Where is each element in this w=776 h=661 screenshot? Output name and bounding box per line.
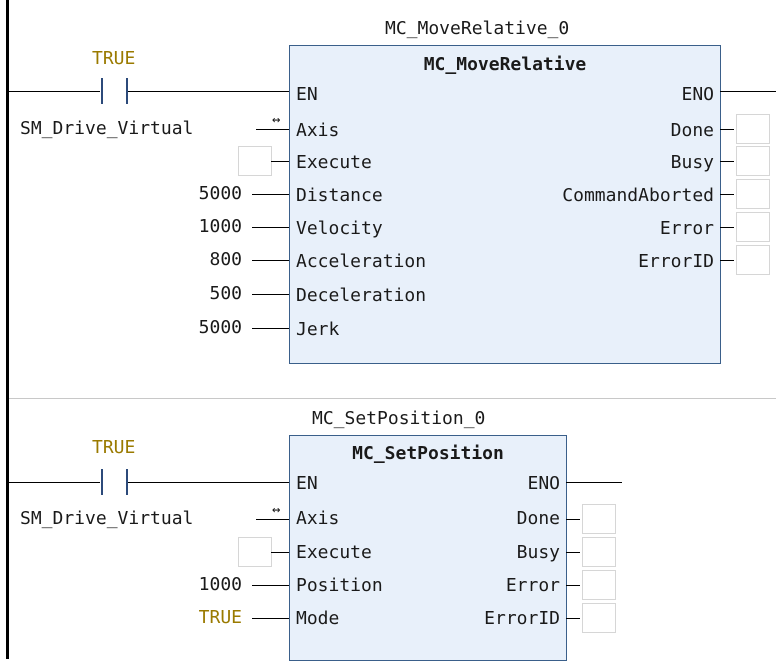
execute-input-box[interactable]: [238, 146, 272, 176]
pin-busy: Busy: [516, 542, 560, 563]
pin-velocity: Velocity: [296, 218, 383, 239]
fb-instance-name[interactable]: MC_SetPosition_0: [312, 408, 486, 429]
pin-en: EN: [296, 473, 318, 494]
pin-error: Error: [505, 575, 560, 596]
error-output-box[interactable]: [736, 212, 770, 242]
pin-busy: Busy: [670, 152, 714, 173]
position-value[interactable]: 1000: [198, 574, 242, 595]
fb-instance-name[interactable]: MC_MoveRelative_0: [385, 18, 570, 39]
pin-error-id: ErrorID: [638, 251, 714, 272]
function-block-set-position[interactable]: MC_SetPosition EN Axis Execute Position …: [289, 435, 567, 661]
block-type-title: MC_MoveRelative: [423, 54, 587, 75]
execute-input-box[interactable]: [238, 537, 272, 567]
error-id-output-box[interactable]: [736, 245, 770, 275]
contact-right-bar[interactable]: [126, 78, 128, 104]
in-out-arrow-icon: ↔: [272, 112, 281, 128]
pin-command-aborted: CommandAborted: [562, 185, 714, 206]
contact-label[interactable]: TRUE: [92, 437, 136, 458]
in-out-arrow-icon: ↔: [272, 502, 281, 518]
pin-done: Done: [516, 508, 560, 529]
contact-left-bar[interactable]: [101, 469, 103, 495]
pin-done: Done: [670, 120, 714, 141]
velocity-value[interactable]: 1000: [198, 216, 242, 237]
contact-right-bar[interactable]: [126, 469, 128, 495]
pin-error-id: ErrorID: [484, 608, 560, 629]
pin-execute: Execute: [296, 152, 372, 173]
pin-jerk: Jerk: [296, 319, 340, 340]
distance-value[interactable]: 5000: [198, 183, 242, 204]
block-type-title: MC_SetPosition: [352, 443, 504, 464]
axis-variable[interactable]: SM_Drive_Virtual: [20, 118, 194, 139]
busy-output-box[interactable]: [736, 146, 770, 176]
pin-distance: Distance: [296, 185, 383, 206]
pin-eno: ENO: [681, 84, 714, 105]
jerk-value[interactable]: 5000: [198, 317, 242, 338]
contact-left-bar[interactable]: [101, 78, 103, 104]
axis-variable[interactable]: SM_Drive_Virtual: [20, 508, 194, 529]
pin-position: Position: [296, 575, 383, 596]
done-output-box[interactable]: [736, 114, 770, 144]
contact-label[interactable]: TRUE: [92, 48, 136, 69]
error-id-output-box[interactable]: [582, 603, 616, 633]
busy-output-box[interactable]: [582, 537, 616, 567]
error-output-box[interactable]: [582, 570, 616, 600]
pin-mode: Mode: [296, 608, 340, 629]
deceleration-value[interactable]: 500: [209, 283, 242, 304]
pin-acceleration: Acceleration: [296, 251, 427, 272]
pin-eno: ENO: [527, 473, 560, 494]
pin-deceleration: Deceleration: [296, 285, 427, 306]
acceleration-value[interactable]: 800: [209, 249, 242, 270]
left-power-rail: [6, 0, 9, 659]
pin-en: EN: [296, 84, 318, 105]
rung-separator: [9, 398, 776, 399]
mode-value[interactable]: TRUE: [198, 607, 242, 628]
command-aborted-output-box[interactable]: [736, 179, 770, 209]
pin-error: Error: [659, 218, 714, 239]
function-block-move-relative[interactable]: MC_MoveRelative EN Axis Execute Distance…: [289, 45, 721, 364]
pin-axis: Axis: [296, 120, 340, 141]
pin-axis: Axis: [296, 508, 340, 529]
pin-execute: Execute: [296, 542, 372, 563]
done-output-box[interactable]: [582, 504, 616, 534]
